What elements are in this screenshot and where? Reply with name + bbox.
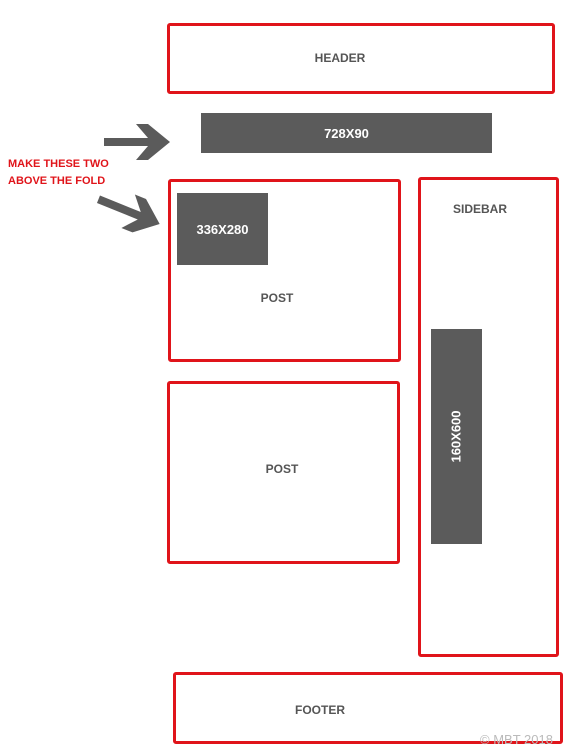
header-label: HEADER <box>314 51 366 65</box>
above-fold-note: MAKE THESE TWO ABOVE THE FOLD <box>8 156 109 190</box>
header-box <box>167 23 555 94</box>
note-line-2: ABOVE THE FOLD <box>8 175 106 187</box>
post-label-1: POST <box>260 291 294 305</box>
sidebar-label: SIDEBAR <box>452 202 508 216</box>
rectangle-ad: 336X280 <box>177 193 268 265</box>
post-label-2: POST <box>265 462 299 476</box>
footer-box <box>173 672 563 744</box>
skyscraper-ad-label: 160X600 <box>449 410 464 463</box>
arrow-right-icon <box>104 124 170 160</box>
note-line-1: MAKE THESE TWO <box>8 158 109 170</box>
rectangle-ad-label: 336X280 <box>196 221 249 237</box>
copyright-watermark: © MBT 2018 <box>480 732 553 747</box>
post-box-2 <box>167 381 400 564</box>
leaderboard-ad: 728X90 <box>201 113 492 153</box>
footer-label: FOOTER <box>295 703 345 717</box>
leaderboard-ad-label: 728X90 <box>324 125 369 141</box>
skyscraper-ad: 160X600 <box>431 329 482 544</box>
arrow-diagonal-icon <box>96 194 160 233</box>
